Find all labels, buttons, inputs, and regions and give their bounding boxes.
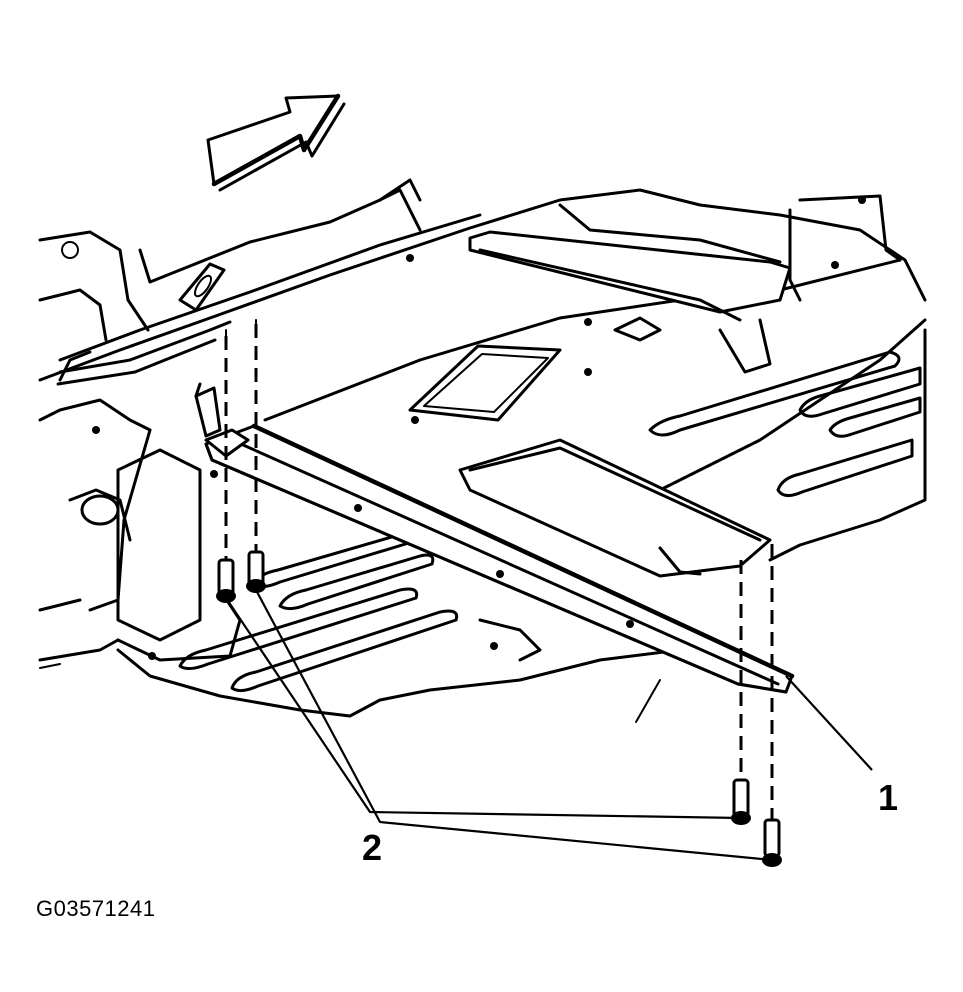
floor-pan <box>38 178 927 723</box>
bolt-lower-right <box>762 818 782 867</box>
bolt-upper-right <box>246 550 266 593</box>
figure-reference-id: G03571241 <box>36 896 156 921</box>
direction-arrow-icon <box>206 93 346 192</box>
bolt-lower-left <box>731 778 751 825</box>
callout-1-label: 1 <box>878 777 898 818</box>
callout-leaders <box>225 589 873 862</box>
alignment-lines <box>224 319 774 820</box>
callout-2-label: 2 <box>362 827 382 868</box>
support-bar-part-1 <box>194 382 795 694</box>
bolt-upper-left <box>216 558 236 603</box>
bolts-part-2 <box>216 550 782 867</box>
